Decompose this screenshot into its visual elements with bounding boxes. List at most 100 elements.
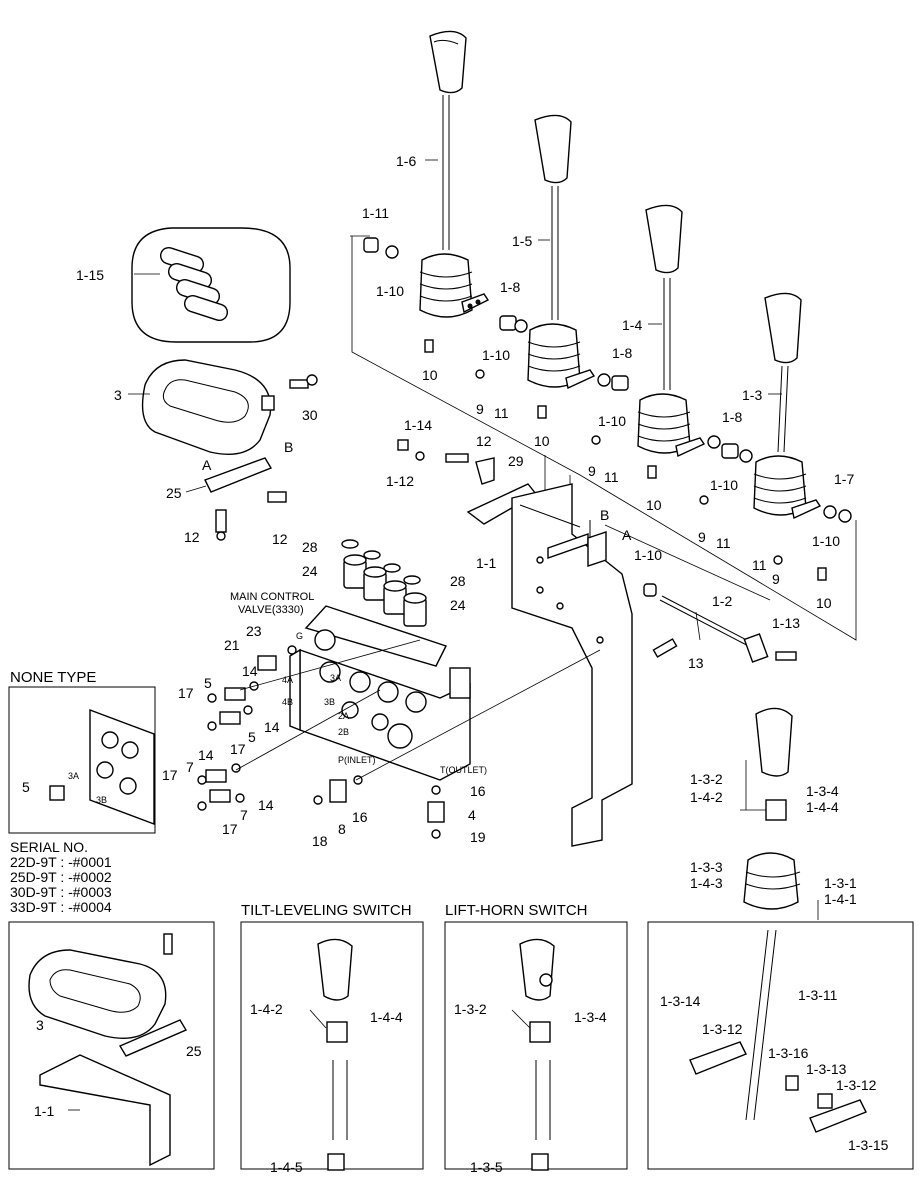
label-t-outlet: T(OUTLET) — [440, 765, 487, 775]
label-1-4-4: 1-4-4 — [806, 799, 839, 815]
label-1-3-12: 1-3-12 — [702, 1021, 743, 1037]
label-10: 10 — [422, 367, 438, 383]
label-1-14: 1-14 — [404, 417, 433, 433]
label-3A: 3A — [68, 771, 80, 781]
serial-line: 22D-9T : -#0001 — [10, 854, 112, 870]
label-4B: 4B — [282, 697, 294, 707]
label-B2: B — [600, 507, 610, 523]
label-1-1: 1-1 — [476, 555, 497, 571]
label-24: 24 — [302, 563, 318, 579]
label-1-3-2: 1-3-2 — [454, 1001, 487, 1017]
bolts-left — [215, 374, 797, 661]
label-11: 11 — [604, 469, 619, 485]
serial-line: 25D-9T : -#0002 — [10, 869, 112, 885]
label-1-3-16: 1-3-16 — [768, 1045, 809, 1061]
label-1-2: 1-2 — [712, 593, 733, 609]
label-7: 7 — [240, 807, 248, 823]
label-21: 21 — [224, 637, 240, 653]
bushings — [363, 237, 852, 597]
label-1-1: 1-1 — [34, 1103, 55, 1119]
label-3B: 3B — [96, 795, 108, 805]
bracket-25 — [204, 457, 273, 493]
label-1-3-4: 1-3-4 — [806, 783, 839, 799]
label-4A: 4A — [282, 675, 294, 685]
label-G: G — [296, 631, 304, 641]
label-1-13: 1-13 — [772, 615, 801, 631]
label-1-10: 1-10 — [812, 533, 841, 549]
label-25: 25 — [186, 1043, 202, 1059]
label-9: 9 — [698, 529, 706, 545]
lever-1-4 — [637, 204, 706, 458]
bracket-29 — [475, 457, 495, 485]
label-1-3-15: 1-3-15 — [848, 1137, 889, 1153]
label-1-5: 1-5 — [512, 233, 533, 249]
label-5: 5 — [248, 729, 256, 745]
label-1-15: 1-15 — [76, 267, 105, 283]
spools — [341, 539, 427, 627]
label-4: 4 — [468, 807, 476, 823]
label-29: 29 — [508, 453, 524, 469]
label-1-11: 1-11 — [362, 205, 389, 221]
label-1-3-13: 1-3-13 — [806, 1061, 847, 1077]
label-9: 9 — [772, 571, 780, 587]
label-1-3-14: 1-3-14 — [660, 993, 701, 1009]
lever-1-5 — [527, 114, 596, 390]
label-9: 9 — [588, 463, 596, 479]
label-1-4-2: 1-4-2 — [690, 789, 723, 805]
label-1-8: 1-8 — [612, 345, 633, 361]
label-19: 19 — [470, 829, 486, 845]
plate-3 — [141, 359, 275, 455]
label-A: A — [202, 457, 212, 473]
label-3A: 3A — [330, 673, 342, 683]
label-1-8: 1-8 — [722, 409, 743, 425]
none-type-heading: NONE TYPE — [10, 669, 97, 686]
label-11: 11 — [716, 535, 731, 551]
label-1-10: 1-10 — [482, 347, 511, 363]
label-5: 5 — [22, 779, 30, 795]
label-1-10: 1-10 — [598, 413, 627, 429]
label-30: 30 — [302, 407, 318, 423]
label-1-3-2: 1-3-2 — [690, 771, 723, 787]
label-13: 13 — [688, 655, 704, 671]
tilt-switch-drawing — [317, 938, 353, 1171]
label-14: 14 — [258, 797, 274, 813]
label-p-inlet: P(INLET) — [338, 755, 376, 765]
label-12: 12 — [184, 529, 200, 545]
label-10: 10 — [816, 595, 832, 611]
label-12: 12 — [476, 433, 492, 449]
label-11: 11 — [494, 405, 509, 421]
label-A2: A — [622, 527, 632, 543]
serial-box — [8, 921, 215, 1170]
label-8: 8 — [338, 821, 346, 837]
fittings-left — [197, 645, 445, 839]
label-25: 25 — [166, 485, 182, 501]
label-14: 14 — [198, 747, 214, 763]
label-1-4: 1-4 — [622, 317, 643, 333]
serial-line: 33D-9T : -#0004 — [10, 899, 112, 915]
frame-1-1 — [466, 483, 633, 847]
label-1-7: 1-7 — [834, 471, 855, 487]
label-18: 18 — [312, 833, 328, 849]
label-9: 9 — [476, 401, 484, 417]
label-1-6: 1-6 — [396, 153, 417, 169]
label-2A: 2A — [338, 711, 350, 721]
label-12: 12 — [272, 531, 288, 547]
label-1-10: 1-10 — [376, 283, 405, 299]
label-1-8: 1-8 — [500, 279, 521, 295]
lever-1-6 — [419, 30, 490, 318]
serial-list: SERIAL NO. 22D-9T : -#0001 25D-9T : -#00… — [10, 840, 112, 915]
label-17: 17 — [222, 821, 238, 837]
serial-plate — [28, 933, 188, 1167]
label-3: 3 — [36, 1017, 44, 1033]
lever-1-3 — [753, 292, 822, 520]
knob-assembly — [689, 707, 867, 1133]
label-5: 5 — [204, 675, 212, 691]
tilt-switch-heading: TILT-LEVELING SWITCH — [241, 902, 412, 919]
label-28: 28 — [302, 539, 318, 555]
label-1-12: 1-12 — [386, 473, 415, 489]
label-11: 11 — [752, 557, 767, 573]
lift-switch-heading: LIFT-HORN SWITCH — [445, 902, 588, 919]
serial-line: 30D-9T : -#0003 — [10, 884, 112, 900]
label-24: 24 — [450, 597, 466, 613]
